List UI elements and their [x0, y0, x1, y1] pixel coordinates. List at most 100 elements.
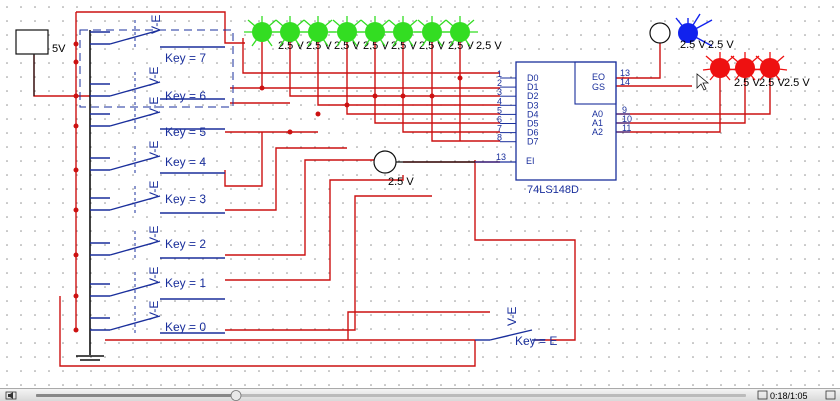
green-led-light [252, 22, 272, 42]
chip-input-pin: 8 [497, 133, 502, 143]
chip-input-pin: 6 [497, 115, 502, 125]
chip-input-pin: 3 [497, 87, 502, 97]
seek-thumb[interactable] [230, 390, 242, 401]
switch-glyph: V-E [149, 15, 163, 34]
switch-glyph: V-E [147, 301, 161, 320]
green-led-label: 2.5 V [419, 40, 445, 52]
chip-name: 74LS148D [527, 184, 579, 196]
fullscreen-icon[interactable] [825, 390, 836, 400]
switch-glyph: V-E [147, 181, 161, 200]
green-led-light [422, 22, 442, 42]
red-led-light [710, 58, 730, 78]
key-switch[interactable]: V-E Key = 2 [90, 226, 225, 260]
grid-background [0, 0, 840, 388]
switch-key-label: Key = 3 [165, 192, 206, 206]
switch-glyph: V-E [147, 226, 161, 245]
switch-glyph: V-E [147, 97, 161, 116]
switch-key-label: Key = 4 [165, 155, 206, 169]
green-led-light [393, 22, 413, 42]
red-led-light [735, 58, 755, 78]
ei-probe-label: 2.5 V [388, 176, 414, 188]
blue-led-probe [649, 22, 671, 44]
switch-key-label: Key = 1 [165, 276, 206, 290]
chip-output-label: A0 [592, 109, 603, 119]
seek-progress [36, 394, 232, 397]
mouse-cursor-icon [696, 73, 710, 91]
red-led-label: 2.5 V [759, 77, 785, 89]
chip-output-label: A2 [592, 127, 603, 137]
chip-output-pin: 9 [622, 105, 627, 115]
key-switch[interactable]: V-E Key = 4 [90, 141, 225, 175]
switch-glyph: V-E [147, 67, 161, 86]
red-led: 2.5 V [702, 52, 760, 89]
wires [33, 11, 771, 367]
chip-input-label: D4 [527, 109, 539, 119]
green-led: 2.5 V [300, 16, 360, 52]
chip-input-label: D5 [527, 119, 539, 129]
switch-key-label: Key = 5 [165, 125, 206, 139]
speaker-icon[interactable] [5, 391, 17, 400]
switch-key-label: Key = 2 [165, 237, 206, 251]
chip-eo-gs-box [574, 61, 617, 105]
key-switch[interactable]: V-E Key = 1 [90, 267, 225, 301]
chip-input-label: D3 [527, 100, 539, 110]
encoder-chip[interactable]: 74LS148D EI 13 EO 13 GS 14 D01D12D23D34D… [475, 61, 632, 196]
green-led-light [280, 22, 300, 42]
enable-switch-key: Key = E [515, 334, 557, 348]
blue-led-label-2: 2.5 V [708, 39, 734, 51]
chip-input-pin: 1 [497, 69, 502, 79]
green-led: 2.5 V [442, 16, 502, 52]
selection-box [79, 29, 234, 108]
key-switch[interactable]: V-E Key = 7 [90, 15, 225, 65]
red-led: 2.5 V [727, 52, 785, 89]
switch-glyph: V-E [147, 141, 161, 160]
green-led: 2.5 V [414, 16, 474, 52]
green-led-light [365, 22, 385, 42]
green-led-light [450, 22, 470, 42]
key-switch[interactable]: V-E Key = 0 [90, 301, 225, 335]
enable-switch[interactable]: V-E Key = E [475, 307, 557, 348]
caption-icon[interactable] [757, 390, 768, 400]
chip-input-label: D0 [527, 73, 539, 83]
red-led: 2.5 V [752, 52, 810, 89]
switch-glyph: V-E [147, 267, 161, 286]
chip-input-label: D1 [527, 82, 539, 92]
chip-eo-label: EO [592, 72, 605, 82]
green-led-light [308, 22, 328, 42]
chip-input-pin: 2 [497, 78, 502, 88]
green-led-label: 2.5 V [476, 40, 502, 52]
key-switch[interactable]: V-E Key = 3 [90, 181, 225, 215]
supply-label: 5V [52, 43, 66, 55]
chip-ei-label: EI [526, 156, 535, 166]
chip-input-pin: 4 [497, 96, 502, 106]
supply-source[interactable]: 5V [15, 29, 66, 96]
chip-input-label: D6 [527, 128, 539, 138]
ei-probe[interactable]: 2.5 V [373, 150, 475, 188]
chip-output-pin: 10 [622, 114, 632, 124]
chip-output-pin: 11 [622, 123, 631, 133]
chip-output-label: A1 [592, 118, 603, 128]
enable-switch-glyph: V-E [505, 307, 519, 326]
blue-led-light [678, 23, 698, 43]
junctions [73, 41, 463, 333]
red-led-label: 2.5 V [734, 77, 760, 89]
switch-key-label: Key = 7 [165, 51, 206, 65]
chip-gs-label: GS [592, 82, 605, 92]
chip-input-label: D7 [527, 137, 539, 147]
chip-input-pin: 5 [497, 105, 502, 115]
chip-input-pin: 7 [497, 124, 502, 134]
blue-led-label-1: 2.5 V [680, 39, 706, 51]
green-led-light [337, 22, 357, 42]
switch-key-label: Key = 0 [165, 320, 206, 334]
chip-ei-pin: 13 [496, 152, 506, 162]
chip-eo-pin: 13 [620, 68, 630, 78]
key-switch[interactable]: V-E Key = 5 [90, 97, 225, 139]
playback-time: 0:18/1:05 [770, 391, 808, 401]
